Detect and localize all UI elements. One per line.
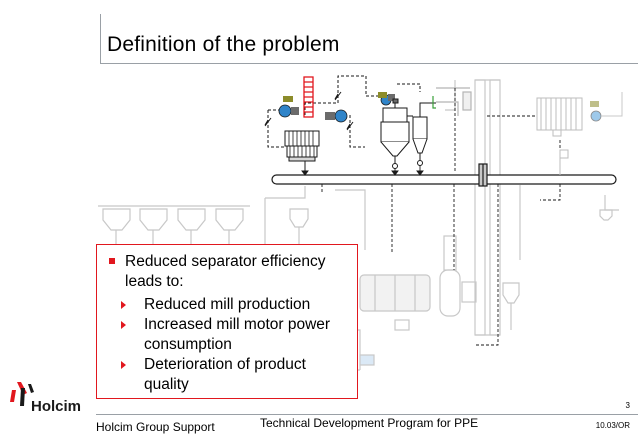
footer-right-text: 10.03/OR bbox=[595, 421, 630, 430]
triangle-bullet-icon bbox=[121, 321, 126, 329]
triangle-bullet-icon bbox=[121, 301, 126, 309]
title-vertical-rule bbox=[100, 14, 101, 64]
fan-1 bbox=[278, 96, 299, 118]
footer-left-text: Holcim Group Support bbox=[96, 420, 215, 434]
footer-rule bbox=[96, 414, 638, 415]
footer-center-text: Technical Development Program for PPE bbox=[260, 416, 479, 430]
sub-bullet-1: Reduced mill production bbox=[121, 295, 351, 315]
silo-group bbox=[98, 205, 250, 244]
green-indicator bbox=[432, 96, 436, 109]
red-stack-left bbox=[303, 76, 314, 118]
fan-3 bbox=[378, 92, 395, 106]
square-bullet-icon bbox=[109, 258, 115, 264]
cyclone bbox=[407, 102, 436, 166]
problem-callout-box: Reduced separator efficiency leads to: R… bbox=[96, 244, 358, 399]
sub-bullet-text: Increased mill motor power consumption bbox=[144, 316, 331, 353]
sub-bullet-text: Reduced mill production bbox=[144, 296, 311, 313]
triangle-bullet-icon bbox=[121, 361, 126, 369]
page-number: 3 bbox=[625, 401, 630, 410]
flow-arrows bbox=[301, 165, 424, 176]
main-bullet: Reduced separator efficiency leads to: bbox=[109, 252, 349, 292]
sub-bullet-3: Deterioration of product quality bbox=[121, 355, 351, 395]
dampers bbox=[264, 91, 354, 131]
bag-filter bbox=[284, 130, 320, 172]
holcim-logo-text: Holcim bbox=[31, 398, 82, 415]
fan-2 bbox=[325, 109, 348, 123]
fan-right bbox=[590, 92, 623, 122]
main-conveyor bbox=[271, 163, 617, 187]
holcim-logo-mark bbox=[10, 382, 34, 406]
sub-bullet-2: Increased mill motor power consumption bbox=[121, 315, 351, 355]
slide-title: Definition of the problem bbox=[107, 33, 340, 56]
sub-bullet-text: Deterioration of product quality bbox=[144, 356, 306, 393]
title-horizontal-rule bbox=[100, 63, 638, 64]
separator-unit bbox=[380, 98, 410, 169]
main-bullet-text: Reduced separator efficiency leads to: bbox=[125, 253, 326, 290]
